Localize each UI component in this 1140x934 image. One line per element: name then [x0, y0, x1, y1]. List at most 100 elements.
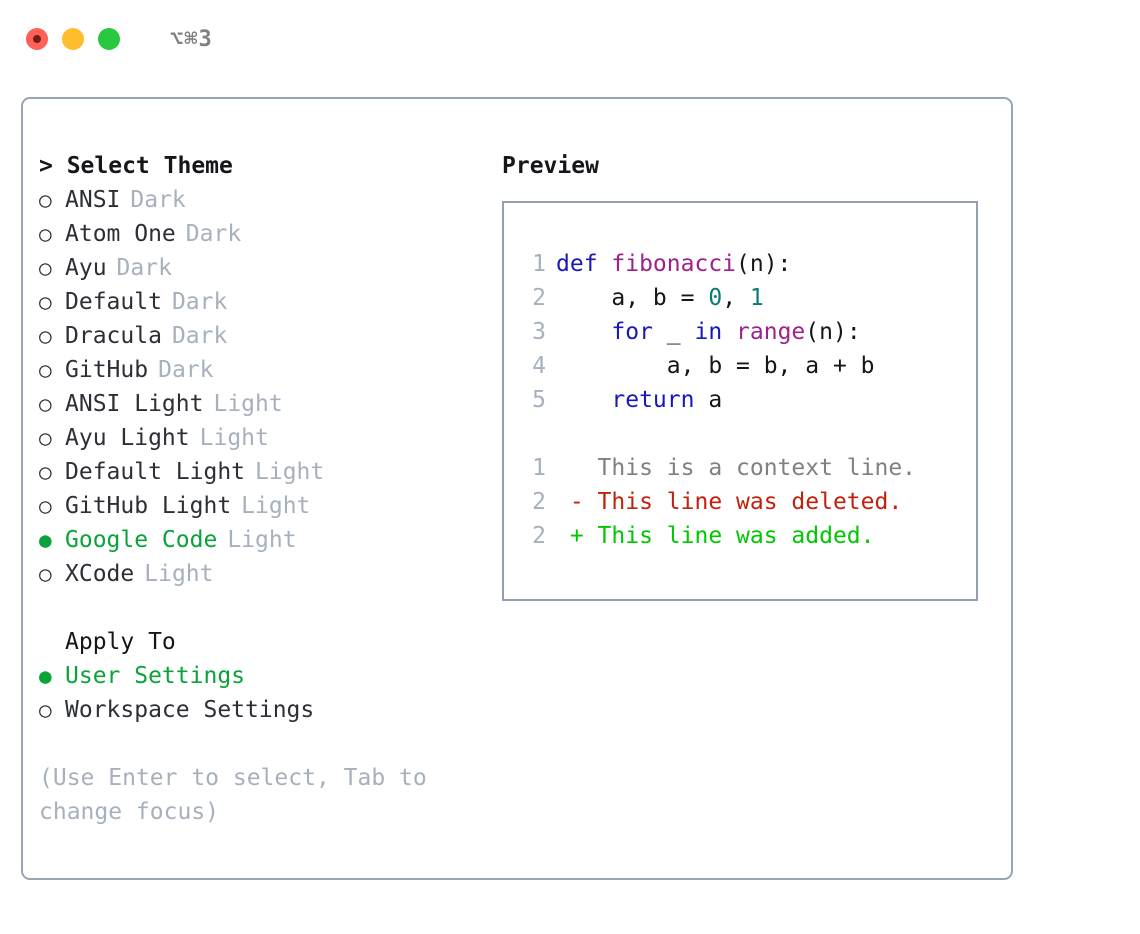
radio-unselected-icon: ○	[39, 324, 52, 348]
line-number: 3	[532, 319, 546, 345]
code-token: a, b = b, a + b	[556, 353, 875, 379]
list-spacer	[39, 591, 479, 625]
theme-variant-badge: Dark	[171, 289, 228, 315]
code-token	[556, 421, 570, 447]
radio-unselected-icon: ○	[39, 460, 52, 484]
theme-variant-badge: Dark	[171, 323, 228, 349]
theme-option-label: XCode	[65, 561, 135, 587]
radio-unselected-icon: ○	[39, 256, 52, 280]
keyboard-hint-text: (Use Enter to select, Tab to change focu…	[39, 765, 441, 825]
theme-option-label: Dracula	[65, 323, 162, 349]
radio-unselected-icon: ○	[39, 426, 52, 450]
theme-option-ayu-light[interactable]: ○ Ayu Light Light	[39, 421, 479, 455]
theme-option-ayu[interactable]: ○ Ayu Dark	[39, 251, 479, 285]
code-token: for	[611, 319, 653, 345]
code-token: + This line was added.	[556, 523, 875, 549]
close-button-icon[interactable]	[26, 28, 48, 50]
line-number: 4	[532, 353, 546, 379]
theme-option-github[interactable]: ○ GitHub Dark	[39, 353, 479, 387]
code-token: 1	[749, 285, 764, 311]
line-number: 5	[532, 387, 546, 413]
apply-to-heading: ○ Apply To	[39, 625, 479, 659]
preview-code-box: 1 def fibonacci (n): 2 a, b = 0, 1 3 for _ i…	[502, 201, 978, 601]
theme-option-ansi[interactable]: ○ ANSI Dark	[39, 183, 479, 217]
code-token	[556, 387, 611, 413]
code-token: This is a context line.	[556, 455, 917, 481]
code-token: return	[611, 387, 695, 413]
apply-to-option-workspace-settings[interactable]: ○ Workspace Settings	[39, 693, 479, 727]
code-line: 5 return a	[520, 383, 976, 417]
code-line: 2 a, b = 0, 1	[520, 281, 976, 315]
theme-option-dracula[interactable]: ○ Dracula Dark	[39, 319, 479, 353]
code-token: (n):	[805, 319, 861, 345]
apply-to-option-label: Workspace Settings	[65, 697, 315, 723]
code-line: 1 This is a context line.	[520, 451, 976, 485]
radio-unselected-icon: ○	[39, 562, 52, 586]
minimize-button-icon[interactable]	[62, 28, 84, 50]
apply-to-option-user-settings[interactable]: ● User Settings	[39, 659, 479, 693]
theme-variant-badge: Light	[241, 493, 311, 519]
theme-option-label: GitHub	[65, 357, 149, 383]
theme-variant-badge: Dark	[116, 255, 172, 281]
theme-option-label: Ayu	[65, 255, 107, 281]
select-theme-heading: > Select Theme	[39, 153, 233, 179]
theme-variant-badge: Dark	[158, 357, 214, 383]
line-number: 2	[532, 489, 546, 515]
theme-variant-badge: Dark	[185, 221, 242, 247]
radio-selected-icon: ●	[39, 664, 52, 688]
theme-variant-badge: Light	[144, 561, 214, 587]
code-token: - This line was deleted.	[556, 489, 903, 515]
code-token: 0	[708, 285, 723, 311]
code-token: in	[694, 319, 723, 345]
preview-column: Preview 1 def fibonacci (n): 2 a, b = 0, 1 3…	[502, 149, 1002, 601]
theme-option-label: ANSI	[65, 187, 121, 213]
theme-option-label: Ayu Light	[65, 425, 190, 451]
theme-option-default-light[interactable]: ○ Default Light Light	[39, 455, 479, 489]
theme-option-label: Atom One	[65, 221, 176, 247]
radio-unselected-icon: ○	[39, 222, 52, 246]
code-line: 2 - This line was deleted.	[520, 485, 976, 519]
code-token: ,	[722, 285, 750, 311]
maximize-button-icon[interactable]	[98, 28, 120, 50]
keyboard-shortcut-label: ⌥⌘3	[170, 26, 213, 52]
code-token: _	[652, 319, 695, 345]
theme-option-atom-one[interactable]: ○ Atom One Dark	[39, 217, 479, 251]
apply-to-heading-label: Apply To	[65, 629, 176, 655]
theme-option-label: Default	[65, 289, 162, 315]
preview-heading: Preview	[502, 153, 599, 179]
radio-selected-icon: ●	[39, 528, 52, 552]
apply-to-option-label: User Settings	[65, 663, 246, 689]
theme-variant-badge: Light	[213, 391, 283, 417]
radio-unselected-icon: ○	[39, 188, 52, 212]
line-number: 2	[532, 285, 546, 311]
radio-unselected-icon: ○	[39, 494, 52, 518]
code-line	[520, 417, 976, 451]
radio-unselected-icon: ○	[39, 698, 52, 722]
code-token: a, b =	[556, 285, 709, 311]
radio-unselected-icon: ○	[39, 392, 52, 416]
code-token: fibonacci	[611, 251, 737, 277]
radio-unselected-icon: ○	[39, 290, 52, 314]
code-token: range	[736, 319, 806, 345]
theme-variant-badge: Dark	[130, 187, 186, 213]
code-token: def	[556, 251, 612, 277]
theme-option-label: Default Light	[65, 459, 246, 485]
traffic-light-group	[26, 28, 120, 50]
line-number: 1	[532, 251, 546, 277]
theme-variant-badge: Light	[199, 425, 269, 451]
theme-option-xcode[interactable]: ○ XCode Light	[39, 557, 479, 591]
code-line: 2 + This line was added.	[520, 519, 976, 553]
apply-to-list: ● User Settings ○ Workspace Settings	[39, 659, 479, 727]
radio-unselected-icon: ○	[39, 358, 52, 382]
theme-variant-badge: Light	[255, 459, 325, 485]
line-number: 1	[532, 455, 546, 481]
theme-option-default[interactable]: ○ Default Dark	[39, 285, 479, 319]
